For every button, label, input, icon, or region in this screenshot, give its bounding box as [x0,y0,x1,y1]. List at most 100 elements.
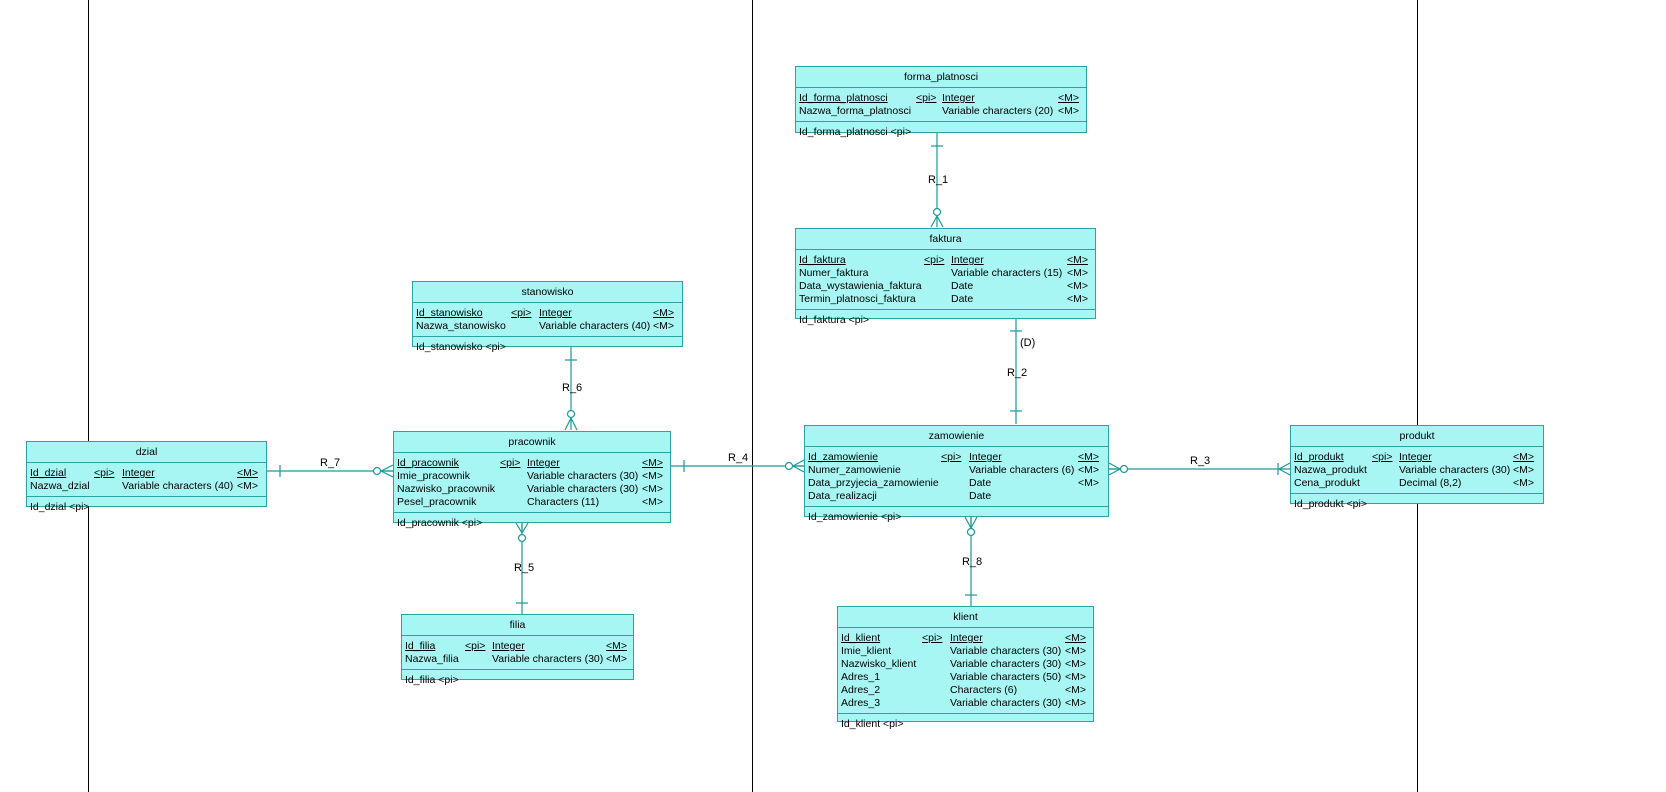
attribute-name: Termin_platnosci_faktura [799,293,916,305]
attribute-pi: <pi> [941,451,962,463]
relationship-r3-line[interactable] [1108,462,1291,476]
entity-identifier: Id_stanowisko <pi> [416,341,506,353]
relationship-r4-line[interactable] [671,459,805,473]
entity-produkt[interactable]: produkt Id_produkt <pi> Integer <M> Nazw… [1290,425,1544,510]
attribute-mandatory: <M> [1065,632,1087,644]
relationship-r7-line[interactable] [267,464,394,478]
relationship-label-r6: R_6 [562,382,583,394]
attribute-type: Variable characters (50) [950,671,1062,683]
relationship-label-r5: R_5 [514,562,535,574]
attribute-name: Numer_zamowienie [808,464,901,476]
attribute-name: Nazwa_produkt [1294,464,1367,476]
attribute-name: Imie_pracownik [397,470,470,482]
attribute-type: Variable characters (30) [527,470,639,482]
entity-stanowisko[interactable]: stanowisko Id_stanowisko <pi> Integer <M… [412,281,683,353]
relationship-r8-line[interactable] [964,516,978,606]
attribute-type: Integer [1399,451,1432,463]
attribute-mandatory: <M> [1067,254,1089,266]
attribute-pi: <pi> [94,467,115,479]
relationship-r2-line[interactable] [1010,319,1022,424]
attribute-mandatory: <M> [653,320,675,332]
attribute-row: Id_forma_platnosci <pi> Integer <M> [799,92,1083,105]
entity-pracownik[interactable]: pracownik Id_pracownik <pi> Integer <M> … [393,431,671,529]
attribute-type: Variable characters (20) [942,105,1054,117]
attribute-name: Id_filia [405,640,436,652]
attribute-mandatory: <M> [642,470,664,482]
attribute-row: Id_produkt <pi> Integer <M> [1294,451,1540,464]
attribute-type: Integer [950,632,983,644]
attribute-row: Imie_klient Variable characters (30) <M> [841,645,1090,658]
attribute-name: Cena_produkt [1294,477,1360,489]
attribute-mandatory: <M> [1513,464,1535,476]
attribute-mandatory: <M> [606,640,628,652]
attribute-type: Date [969,477,992,489]
entity-identifier: Id_dzial <pi> [30,501,90,513]
entity-identifier: Id_faktura <pi> [799,314,870,326]
relationship-label-r8: R_8 [962,556,983,568]
attribute-row: Termin_platnosci_faktura Date <M> [799,293,1092,306]
entity-dzial[interactable]: dzial Id_dzial <pi> Integer <M> Nazwa_dz… [26,441,267,513]
attribute-row: Id_faktura <pi> Integer <M> [799,254,1092,267]
page-divider-line [1417,0,1418,792]
attribute-mandatory: <M> [1067,293,1089,305]
entity-title: faktura [796,229,1095,250]
entity-forma-platnosci[interactable]: forma_platnosci Id_forma_platnosci <pi> … [795,66,1087,138]
entity-filia[interactable]: filia Id_filia <pi> Integer <M> Nazwa_fi… [401,614,634,686]
attribute-mandatory: <M> [1078,477,1100,489]
entity-title: forma_platnosci [796,67,1086,88]
attribute-name: Id_dzial [30,467,67,479]
attribute-type: Variable characters (30) [950,697,1062,709]
attribute-name: Id_forma_platnosci [799,92,888,104]
relationship-r6-line[interactable] [564,347,578,431]
entity-identifier: Id_filia <pi> [405,674,459,686]
entity-faktura[interactable]: faktura Id_faktura <pi> Integer <M> Nume… [795,228,1096,326]
attribute-type: Characters (11) [527,496,600,508]
attribute-type: Integer [951,254,984,266]
attribute-row: Nazwa_filia Variable characters (30) <M> [405,653,630,666]
attribute-mandatory: <M> [1078,464,1100,476]
entity-zamowienie[interactable]: zamowienie Id_zamowienie <pi> Integer <M… [804,425,1109,523]
entity-identifier: Id_pracownik <pi> [397,517,483,529]
attribute-type: Date [951,280,974,292]
attribute-pi: <pi> [511,307,532,319]
entity-klient[interactable]: klient Id_klient <pi> Integer <M> Imie_k… [837,606,1094,730]
attribute-row: Adres_1 Variable characters (50) <M> [841,671,1090,684]
attribute-mandatory: <M> [1078,451,1100,463]
relationship-r5-line[interactable] [515,522,529,614]
attribute-type: Variable characters (40) [539,320,651,332]
attribute-row: Nazwa_stanowisko Variable characters (40… [416,320,679,333]
attribute-row: Id_klient <pi> Integer <M> [841,632,1090,645]
attribute-row: Data_wystawienia_faktura Date <M> [799,280,1092,293]
attribute-mandatory: <M> [1513,451,1535,463]
attribute-name: Data_wystawienia_faktura [799,280,922,292]
attribute-row: Cena_produkt Decimal (8,2) <M> [1294,477,1540,490]
attribute-mandatory: <M> [642,496,664,508]
attribute-name: Nazwa_dzial [30,480,90,492]
attribute-row: Adres_2 Characters (6) <M> [841,684,1090,697]
attribute-type: Variable characters (30) [492,653,604,665]
attribute-pi: <pi> [924,254,945,266]
page-divider-line [88,0,89,792]
attribute-type: Variable characters (40) [122,480,234,492]
attribute-row: Adres_3 Variable characters (30) <M> [841,697,1090,710]
attribute-name: Nazwa_filia [405,653,459,665]
attribute-mandatory: <M> [237,480,259,492]
attribute-row: Numer_zamowienie Variable characters (6)… [808,464,1105,477]
attribute-row: Id_stanowisko <pi> Integer <M> [416,307,679,320]
attribute-name: Numer_faktura [799,267,869,279]
attribute-type: Integer [122,467,155,479]
relationship-label-r3: R_3 [1190,455,1211,467]
attribute-name: Id_zamowienie [808,451,879,463]
attribute-name: Id_pracownik [397,457,459,469]
attribute-name: Id_klient [841,632,881,644]
attribute-name: Nazwa_stanowisko [416,320,506,332]
attribute-type: Date [969,490,992,502]
attribute-mandatory: <M> [653,307,675,319]
relationship-r1-line[interactable] [930,133,944,228]
attribute-name: Adres_3 [841,697,881,709]
attribute-name: Pesel_pracownik [397,496,477,508]
attribute-mandatory: <M> [237,467,259,479]
attribute-name: Id_produkt [1294,451,1344,463]
attribute-type: Variable characters (6) [969,464,1075,476]
attribute-type: Integer [969,451,1002,463]
